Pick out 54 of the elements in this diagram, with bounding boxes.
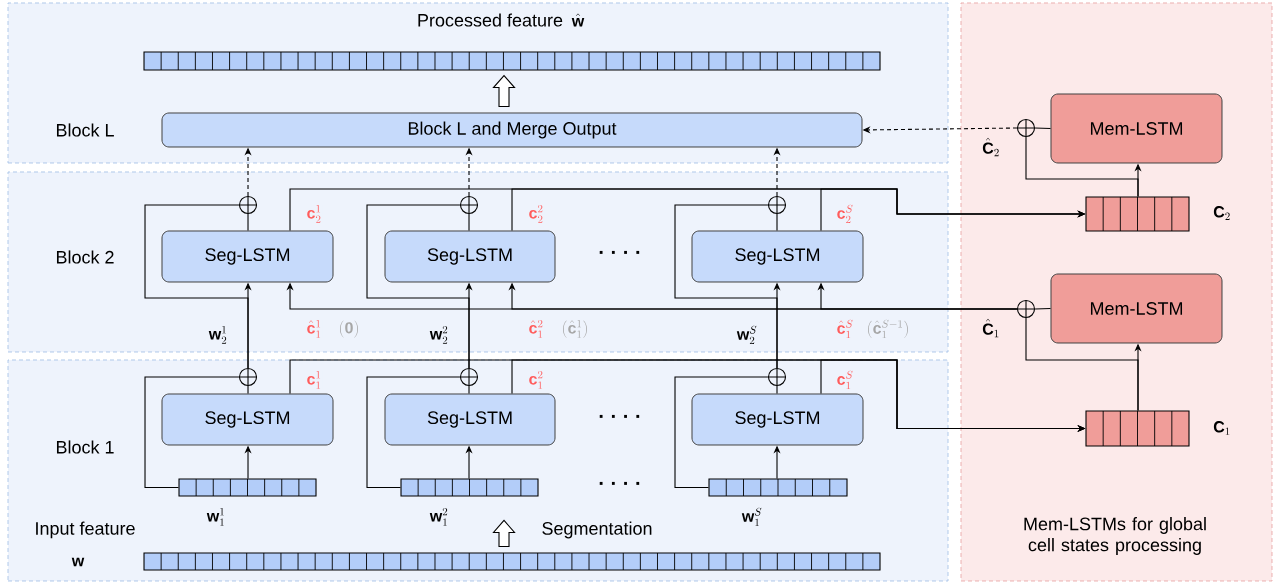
connector-line (468, 385, 470, 395)
vector-label: $\mathbf{w}$ (71, 557, 85, 567)
lstm-box: Seg-LSTM (691, 393, 864, 446)
vector-label: $\mathbf{C}_2$ (1213, 206, 1230, 220)
sum-circle (767, 195, 787, 215)
math-label: $(\hat{\mathbf{c}}_1^1)$ (563, 319, 587, 338)
lstm-box: Seg-LSTM (691, 230, 864, 283)
connector-line (247, 385, 249, 395)
vector-label: Input feature (36, 521, 135, 539)
sum-circle (1016, 118, 1036, 138)
lstm-box: Mem-LSTM (1050, 273, 1223, 344)
sum-circle (238, 367, 258, 387)
math-label: $(\mathbf{0})$ (340, 320, 358, 338)
connector-line (776, 385, 778, 395)
math-label: $\hat{\mathbf{C}}_1$ (982, 318, 999, 338)
vector-label: $\mathbf{w}_1^1$ (206, 507, 224, 526)
lstm-box: Seg-LSTM (384, 230, 556, 283)
connector-line (674, 204, 778, 369)
lstm-box: Seg-LSTM (161, 393, 334, 446)
connector-line (1025, 136, 1139, 197)
connector-line (468, 213, 470, 232)
sum-circle (767, 367, 787, 387)
connector-line (247, 213, 249, 232)
connector-line (1025, 317, 1139, 411)
vector-label: $\mathbf{w}_1^2$ (429, 507, 448, 526)
vector-label: $\hat{\mathbf{w}}$ (571, 13, 585, 27)
edge-label: $\mathbf{w}_2^2$ (428, 325, 450, 345)
sum-circle (238, 195, 258, 215)
connector-line (674, 376, 769, 489)
lstm-box: Seg-LSTM (161, 230, 334, 283)
connector-line (776, 213, 778, 232)
lstm-box: Seg-LSTM (384, 393, 556, 446)
ellipsis-dots: · · · · (599, 481, 640, 485)
hollow-arrow (492, 519, 516, 547)
vector-label: $\mathbf{C}_1$ (1213, 421, 1230, 435)
sum-circle (459, 195, 479, 215)
math-label: $\hat{\mathbf{C}}_2$ (982, 137, 999, 157)
connector-line (366, 376, 461, 489)
vector-label: Processed feature (418, 13, 563, 27)
sum-circle (1016, 299, 1036, 319)
ellipsis-dots: · · · · (599, 250, 640, 254)
connector-line (144, 376, 240, 489)
ellipsis-dots: · · · · (599, 414, 640, 418)
lstm-box: Mem-LSTM (1050, 93, 1223, 164)
hollow-arrow (492, 74, 516, 108)
sum-circle (459, 367, 479, 387)
vector-label: $\mathbf{w}_1^S$ (741, 507, 762, 526)
connector-line (1034, 307, 1052, 310)
process-box: Block L and Merge Output (161, 112, 863, 148)
connector-line (366, 204, 470, 369)
connector-line (1034, 127, 1052, 130)
connector-line (144, 204, 249, 369)
math-label: $(\hat{\mathbf{c}}_1^{S-1})$ (868, 319, 908, 339)
edge-label: $\mathbf{w}_2^1$ (207, 325, 229, 345)
